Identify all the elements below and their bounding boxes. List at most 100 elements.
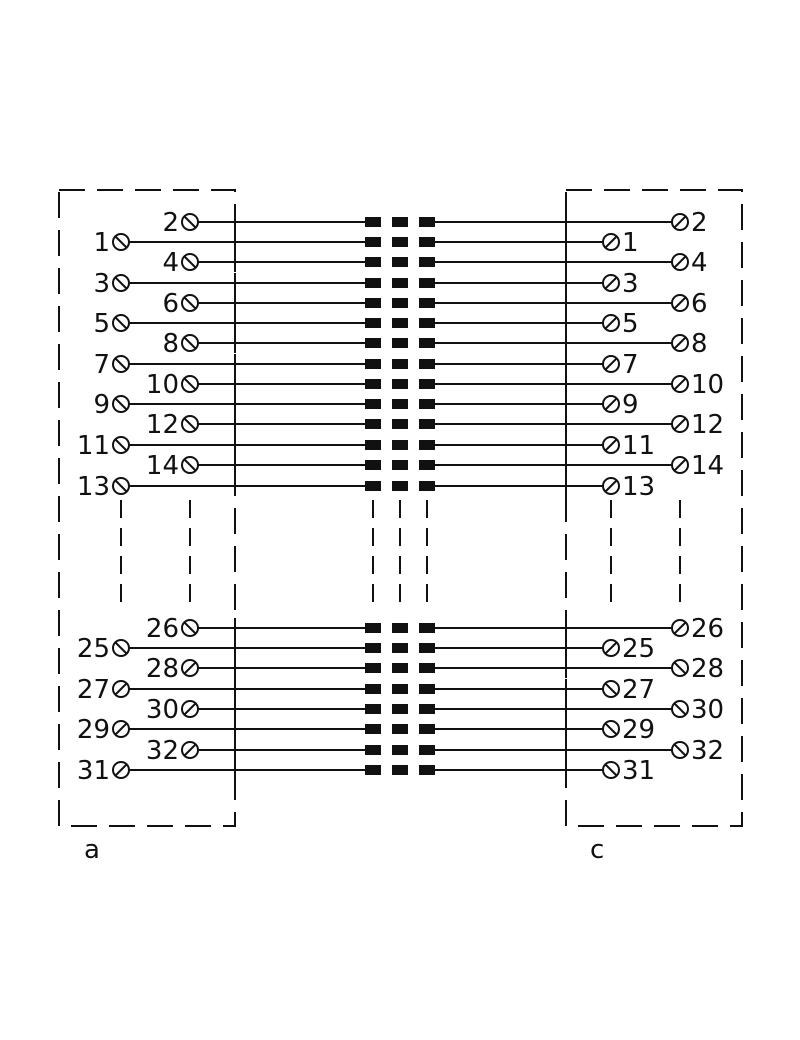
contact-block	[365, 318, 381, 328]
screw-terminal-c-7-icon	[602, 355, 620, 373]
pin-label-c: 26	[691, 614, 724, 644]
pin-label-c: 25	[622, 634, 655, 664]
box-label-c: c	[590, 835, 604, 865]
pin-label-c: 3	[622, 269, 639, 299]
contact-block	[419, 481, 435, 491]
contact-block	[392, 643, 408, 653]
contact-block	[419, 217, 435, 227]
pin-label-a: 5	[93, 309, 110, 339]
pin-label-c: 14	[691, 451, 724, 481]
pin-label-c: 7	[622, 350, 639, 380]
contact-block	[365, 765, 381, 775]
screw-terminal-a-4-icon	[181, 253, 199, 271]
screw-terminal-c-31-icon	[602, 761, 620, 779]
screw-terminal-a-14-icon	[181, 456, 199, 474]
screw-terminal-a-26-icon	[181, 619, 199, 637]
screw-terminal-c-4-icon	[671, 253, 689, 271]
screw-terminal-c-3-icon	[602, 274, 620, 292]
pin-label-c: 12	[691, 410, 724, 440]
contact-block	[392, 765, 408, 775]
contact-block	[419, 278, 435, 288]
pin-label-a: 1	[93, 228, 110, 258]
pin-label-a: 13	[77, 472, 110, 502]
contact-block	[365, 379, 381, 389]
contact-block	[392, 399, 408, 409]
screw-terminal-a-27-icon	[112, 680, 130, 698]
pin-label-c: 9	[622, 390, 639, 420]
contact-block	[419, 663, 435, 673]
pin-label-c: 29	[622, 715, 655, 745]
contact-block	[365, 298, 381, 308]
contact-block	[392, 704, 408, 714]
contact-block	[419, 724, 435, 734]
contact-block	[392, 419, 408, 429]
pin-label-a: 30	[146, 695, 179, 725]
contact-block	[365, 704, 381, 714]
contact-block	[392, 623, 408, 633]
pin-label-c: 31	[622, 756, 655, 786]
screw-terminal-a-9-icon	[112, 395, 130, 413]
contact-block	[419, 359, 435, 369]
contact-block	[419, 765, 435, 775]
contact-block	[365, 643, 381, 653]
screw-terminal-a-12-icon	[181, 415, 199, 433]
contact-block	[392, 298, 408, 308]
screw-terminal-a-31-icon	[112, 761, 130, 779]
contact-block	[365, 724, 381, 734]
screw-terminal-a-1-icon	[112, 233, 130, 251]
contact-block	[392, 745, 408, 755]
screw-terminal-a-2-icon	[181, 213, 199, 231]
pin-label-a: 10	[146, 370, 179, 400]
contact-block	[419, 298, 435, 308]
screw-terminal-a-30-icon	[181, 700, 199, 718]
screw-terminal-a-28-icon	[181, 659, 199, 677]
contact-block	[365, 338, 381, 348]
pin-label-c: 11	[622, 431, 655, 461]
contact-block	[392, 278, 408, 288]
contact-block	[365, 684, 381, 694]
pin-label-c: 4	[691, 248, 708, 278]
connector-box-c	[565, 189, 743, 827]
contact-block	[392, 257, 408, 267]
pin-label-a: 25	[77, 634, 110, 664]
connector-box-a	[58, 189, 236, 827]
pin-label-a: 28	[146, 654, 179, 684]
contact-block	[365, 278, 381, 288]
screw-terminal-c-12-icon	[671, 415, 689, 433]
screw-terminal-a-7-icon	[112, 355, 130, 373]
contact-block	[392, 724, 408, 734]
contact-block	[365, 440, 381, 450]
pin-label-a: 2	[162, 208, 179, 238]
screw-terminal-c-32-icon	[671, 741, 689, 759]
contact-block	[419, 237, 435, 247]
screw-terminal-c-5-icon	[602, 314, 620, 332]
pin-label-c: 10	[691, 370, 724, 400]
contact-block	[365, 745, 381, 755]
contact-block	[419, 419, 435, 429]
continuation-dashes	[120, 500, 681, 612]
contact-block	[392, 237, 408, 247]
screw-terminal-a-29-icon	[112, 720, 130, 738]
screw-terminal-a-6-icon	[181, 294, 199, 312]
pin-label-a: 4	[162, 248, 179, 278]
pin-label-a: 3	[93, 269, 110, 299]
screw-terminal-a-5-icon	[112, 314, 130, 332]
contact-block	[365, 257, 381, 267]
screw-terminal-c-11-icon	[602, 436, 620, 454]
contact-block	[419, 745, 435, 755]
screw-terminal-c-10-icon	[671, 375, 689, 393]
contact-blocks	[365, 217, 435, 775]
contact-block	[419, 643, 435, 653]
screw-terminal-c-13-icon	[602, 477, 620, 495]
contact-block	[392, 379, 408, 389]
contact-block	[392, 440, 408, 450]
contact-block	[419, 318, 435, 328]
pin-label-a: 27	[77, 675, 110, 705]
pin-label-a: 29	[77, 715, 110, 745]
pin-label-c: 30	[691, 695, 724, 725]
contact-block	[392, 318, 408, 328]
pin-label-c: 2	[691, 208, 708, 238]
contact-block	[419, 704, 435, 714]
pin-label-a: 7	[93, 350, 110, 380]
